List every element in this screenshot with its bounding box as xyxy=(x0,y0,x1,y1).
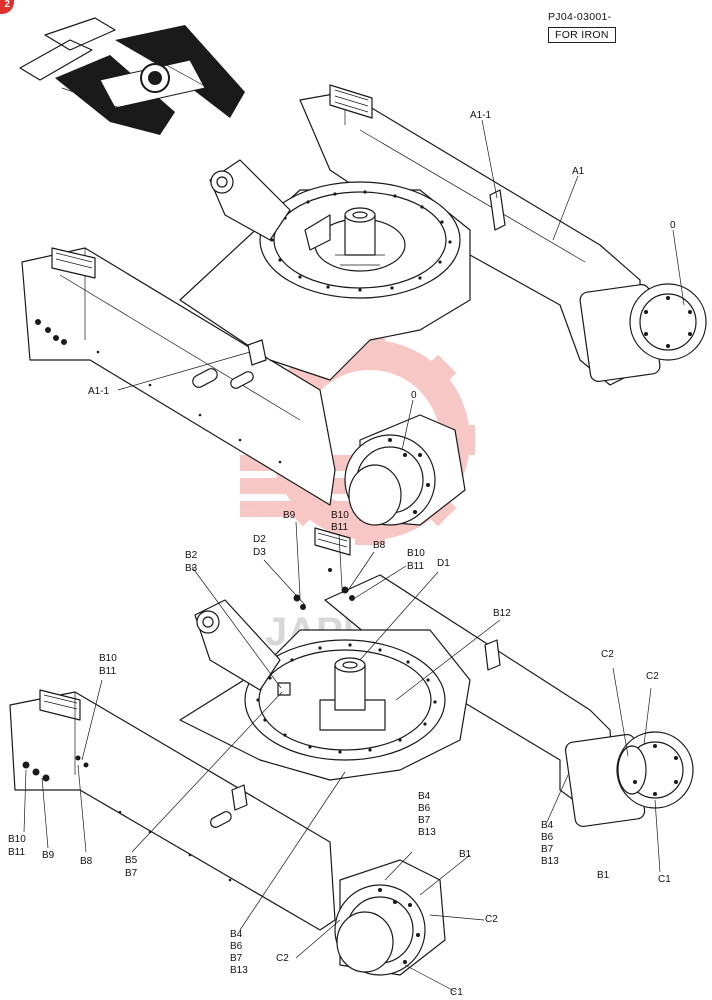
label-b1-r: B1 xyxy=(597,870,610,881)
label-b13-b: B13 xyxy=(230,965,248,976)
label-b11-mid: B11 xyxy=(407,561,424,572)
lower-track-frame xyxy=(9,527,694,976)
label-c2-a: C2 xyxy=(601,649,614,660)
label-c1-r: C1 xyxy=(658,874,671,885)
label-0-right: 0 xyxy=(670,220,676,231)
label-b7-b5: B7 xyxy=(125,868,138,879)
label-b8-low: B8 xyxy=(80,856,93,867)
label-b13-c: B13 xyxy=(418,827,436,838)
label-b10-mid: B10 xyxy=(407,548,425,559)
label-b11-low: B11 xyxy=(8,847,25,858)
label-b7-b: B7 xyxy=(230,953,243,964)
page-badge-number: 2 xyxy=(4,0,10,10)
label-b5: B5 xyxy=(125,855,138,866)
label-b9-low: B9 xyxy=(42,850,55,861)
part-labels: A1-1 A1 0 A1-1 0 B9 B10 B11 B2 B3 D2 D3 … xyxy=(8,110,676,998)
label-b6-b: B6 xyxy=(230,941,243,952)
part-number: PJ04-03001- xyxy=(548,11,612,23)
leader-lines xyxy=(23,119,685,993)
label-d3: D3 xyxy=(253,547,266,558)
upper-track-frame xyxy=(21,84,707,526)
label-b10-left: B10 xyxy=(99,653,117,664)
label-b8-top: B8 xyxy=(373,540,386,551)
label-b11-top: B11 xyxy=(331,522,348,533)
label-b4-r: B4 xyxy=(541,820,554,831)
label-a1-1-top: A1-1 xyxy=(470,110,492,121)
spec-box: FOR IRON xyxy=(548,27,616,43)
label-c2-b: C2 xyxy=(646,671,659,682)
label-b11-left: B11 xyxy=(99,666,116,677)
label-b7-r: B7 xyxy=(541,844,554,855)
label-b10-low: B10 xyxy=(8,834,26,845)
label-b9-top: B9 xyxy=(283,510,296,521)
label-d1: D1 xyxy=(437,558,450,569)
label-0-mid: 0 xyxy=(411,390,417,401)
label-c1-bot: C1 xyxy=(450,987,463,998)
label-a1-1-left: A1-1 xyxy=(88,386,110,397)
label-b1-bot: B1 xyxy=(459,849,472,860)
undercarriage-thumbnail xyxy=(19,17,245,135)
label-b3: B3 xyxy=(185,563,198,574)
label-b12: B12 xyxy=(493,608,511,619)
label-a1: A1 xyxy=(572,166,585,177)
label-c2-bot: C2 xyxy=(485,914,498,925)
label-b10-top: B10 xyxy=(331,510,349,521)
label-b6-r: B6 xyxy=(541,832,554,843)
label-b13-r: B13 xyxy=(541,856,559,867)
label-c2-left: C2 xyxy=(276,953,289,964)
label-b2: B2 xyxy=(185,550,198,561)
label-d2: D2 xyxy=(253,534,266,545)
label-b4-b: B4 xyxy=(230,929,243,940)
label-b4-c: B4 xyxy=(418,791,431,802)
label-b6-c: B6 xyxy=(418,803,431,814)
label-b7-c: B7 xyxy=(418,815,431,826)
